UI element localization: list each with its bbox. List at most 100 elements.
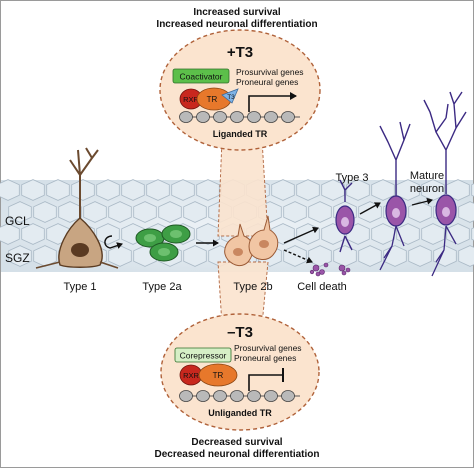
minus-tr-shape — [198, 363, 238, 387]
gcl-background-cell — [446, 223, 470, 245]
gcl-background-cell — [108, 245, 132, 267]
gcl-background-cell — [371, 223, 395, 245]
gcl-background-cell — [358, 245, 382, 267]
top-caption-line2: Increased neuronal differentiation — [156, 19, 317, 30]
plus-caption: Liganded TR — [213, 129, 268, 139]
minus-rxr-label: RXR — [183, 371, 199, 380]
plus-rxr-label: RXR — [183, 95, 199, 104]
nucleosome — [264, 390, 278, 402]
type3-label: Type 3 — [335, 172, 368, 184]
nucleosome — [213, 111, 227, 123]
gcl-background-cell — [0, 223, 20, 245]
mature-neuron-label-line1: Mature — [410, 170, 444, 182]
plus-nucleosomes — [179, 111, 295, 123]
gcl-background-cell — [421, 223, 445, 245]
gcl-background-cell — [296, 179, 320, 201]
nucleosome — [281, 111, 295, 123]
gcl-background-cell — [196, 179, 220, 201]
t3-ligand-shape — [221, 88, 239, 104]
gcl-background-cell — [471, 227, 474, 241]
gcl-background-cell — [158, 201, 182, 223]
type3-cell — [335, 179, 355, 253]
nucleosome — [230, 390, 244, 402]
gcl-background-cell — [183, 245, 207, 267]
t3-ligand-label: T3 — [227, 94, 235, 101]
gcl-background-cell — [308, 245, 332, 267]
nucleosome — [264, 111, 278, 123]
gcl-background-cell — [146, 179, 170, 201]
minus-t3-title: –T3 — [227, 324, 253, 341]
coactivator-box — [172, 68, 230, 84]
nucleosome — [281, 390, 295, 402]
gcl-background-cell — [271, 179, 295, 201]
gcl-background-cell — [346, 179, 370, 201]
arrow-type3-to-immature — [359, 202, 381, 215]
minus-tr-label: TR — [213, 371, 224, 380]
gcl-background-cell — [308, 201, 332, 223]
gcl-background-cell — [283, 245, 307, 267]
gcl-background-cell — [71, 179, 95, 201]
self-renewal-arrow — [104, 235, 123, 249]
sgz-label: SGZ — [5, 251, 30, 265]
plus-gene-line2: Proneural genes — [236, 77, 298, 87]
gcl-background-cell — [408, 245, 432, 267]
gcl-background-cell — [8, 201, 32, 223]
minus-caption: Unliganded TR — [208, 408, 272, 418]
bottom-caption-line2: Decreased neuronal differentiation — [154, 449, 319, 460]
gcl-background-cell — [21, 223, 45, 245]
gcl-background-cell — [0, 179, 20, 201]
gcl-background-cell — [133, 201, 157, 223]
mature-neuron-label-line2: neuron — [410, 183, 444, 195]
nucleosome — [247, 111, 261, 123]
nucleosome — [213, 390, 227, 402]
type2b-label: Type 2b — [233, 281, 272, 293]
cell-death-label: Cell death — [297, 281, 347, 293]
gcl-background-cell — [471, 183, 474, 197]
gcl-background-cell — [283, 201, 307, 223]
minus-nucleosomes — [179, 390, 295, 402]
plus-t3-title: +T3 — [227, 44, 253, 61]
transcription-arrow — [248, 92, 297, 112]
gcl-background-cell — [458, 201, 474, 223]
nucleosome — [230, 111, 244, 123]
nucleosome — [247, 390, 261, 402]
gcl-background-cell — [46, 179, 70, 201]
arrow-immature-to-mature — [411, 197, 433, 206]
gcl-background-cell — [333, 245, 357, 267]
gcl-background-cell — [33, 201, 57, 223]
nucleosome — [179, 390, 193, 402]
gcl-background-cell — [96, 223, 120, 245]
coactivator-label: Coactivator — [180, 72, 223, 82]
type2a-label: Type 2a — [142, 281, 182, 293]
repression-line — [248, 374, 282, 391]
gcl-background-cell — [8, 245, 32, 267]
immature-neuron — [379, 121, 411, 271]
gcl-background-cell — [171, 179, 195, 201]
gcl-background-cell — [321, 179, 345, 201]
gcl-background-cell — [421, 179, 445, 201]
cell-death-fragments — [309, 262, 351, 277]
arrow-2b-to-type3 — [283, 226, 319, 244]
top-caption-line1: Increased survival — [193, 7, 280, 18]
minus-gene-line2: Proneural genes — [234, 353, 296, 363]
gcl-background-cell — [408, 201, 432, 223]
corepressor-box — [174, 347, 232, 363]
gcl-background-cell — [96, 179, 120, 201]
minus-t3-panel: –T3 Corepressor Prosurvival genes Proneu… — [160, 261, 320, 431]
corepressor-label: Corepressor — [180, 351, 227, 361]
bottom-caption-line1: Decreased survival — [191, 437, 282, 448]
nucleosome — [196, 111, 210, 123]
plus-gene-line1: Prosurvival genes — [236, 67, 304, 77]
gcl-background-cell — [121, 179, 145, 201]
gcl-background-cell — [183, 201, 207, 223]
arrow-2b-to-death — [283, 249, 313, 264]
plus-tr-label: TR — [207, 95, 218, 104]
gcl-label: GCL — [5, 214, 30, 228]
minus-gene-line1: Prosurvival genes — [234, 343, 302, 353]
nucleosome — [179, 111, 193, 123]
mature-neuron — [423, 91, 467, 277]
gcl-background-cell — [58, 201, 82, 223]
plus-t3-panel: +T3 Coactivator Prosurvival genes Proneu… — [159, 29, 321, 237]
gcl-background-cell — [108, 201, 132, 223]
